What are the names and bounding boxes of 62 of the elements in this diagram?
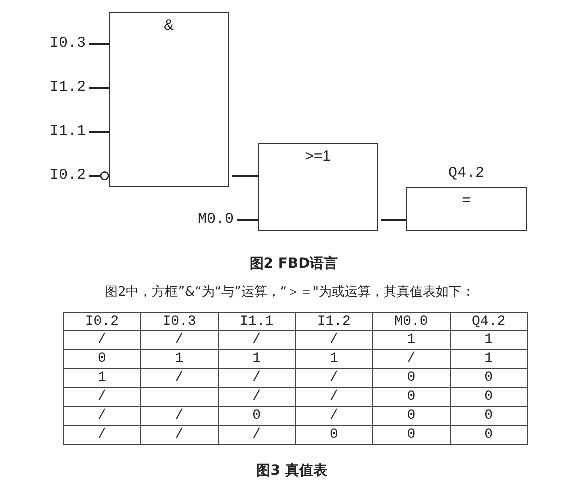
operand-label: I0.2 bbox=[50, 167, 86, 185]
table-cell: / bbox=[218, 388, 296, 406]
table-cell: / bbox=[64, 330, 141, 350]
table-cell: 1 bbox=[450, 350, 528, 368]
operand-label: M0.0 bbox=[198, 211, 234, 229]
block-symbol: = bbox=[462, 192, 471, 209]
table-cell: / bbox=[295, 330, 373, 350]
table-cell: 1 bbox=[295, 350, 373, 368]
figure-caption: 图2 FBD语言 bbox=[250, 255, 338, 273]
table-cell: / bbox=[218, 330, 296, 350]
table-cell: 1 bbox=[372, 330, 450, 350]
table-header-cell: Q4.2 bbox=[450, 312, 528, 330]
table-cell: / bbox=[295, 406, 373, 426]
table-header-cell: I0.2 bbox=[64, 312, 141, 330]
logic-block bbox=[109, 12, 229, 187]
table-cell: / bbox=[140, 406, 218, 426]
table-cell: 0 bbox=[372, 388, 450, 406]
table-cell: 1 bbox=[64, 368, 141, 388]
table-cell: / bbox=[218, 426, 296, 444]
table-cell: / bbox=[64, 388, 141, 406]
table-cell: 1 bbox=[450, 330, 528, 350]
table-cell: 0 bbox=[450, 426, 528, 444]
table-cell: / bbox=[64, 426, 141, 444]
negated-connector-line bbox=[89, 172, 110, 180]
operand-label: I1.2 bbox=[50, 79, 86, 97]
table-cell: 0 bbox=[218, 406, 296, 426]
table-header-cell: M0.0 bbox=[372, 312, 450, 330]
operand-label: Q4.2 bbox=[448, 165, 484, 183]
operand-label: I1.1 bbox=[50, 123, 86, 141]
table-cell: / bbox=[295, 388, 373, 406]
connector-line bbox=[237, 219, 258, 221]
table-cell: 1 bbox=[218, 350, 296, 368]
table-cell: 0 bbox=[372, 426, 450, 444]
table-cell: / bbox=[140, 426, 218, 444]
connector-line bbox=[89, 87, 109, 89]
table-cell: / bbox=[64, 406, 141, 426]
logic-block bbox=[258, 143, 378, 231]
table-header-cell: I1.2 bbox=[295, 312, 373, 330]
table-header-cell: I1.1 bbox=[218, 312, 296, 330]
connector-line bbox=[89, 43, 109, 45]
block-symbol: >=1 bbox=[305, 148, 331, 165]
table-cell: / bbox=[140, 330, 218, 350]
block-symbol: & bbox=[164, 17, 174, 34]
description-text: 图2中，方框”&“为“与”运算，“＞＝"为或运算，其真值表如下： bbox=[104, 284, 476, 302]
table-cell: / bbox=[295, 368, 373, 388]
table-header-cell: I0.3 bbox=[140, 312, 218, 330]
table-cell: / bbox=[218, 368, 296, 388]
table-caption: 图3 真值表 bbox=[256, 462, 328, 480]
connector-line bbox=[232, 175, 258, 177]
connector-line bbox=[381, 219, 406, 221]
table-cell: 0 bbox=[295, 426, 373, 444]
connector-line bbox=[89, 131, 109, 133]
table-cell: 1 bbox=[140, 350, 218, 368]
table-cell: / bbox=[140, 368, 218, 388]
operand-label: I0.3 bbox=[50, 35, 86, 53]
table-cell: 0 bbox=[450, 406, 528, 426]
table-cell: 0 bbox=[372, 406, 450, 426]
table-cell: / bbox=[372, 350, 450, 368]
table-cell: 0 bbox=[64, 350, 141, 368]
table-cell: 0 bbox=[372, 368, 450, 388]
table-cell: 0 bbox=[450, 368, 528, 388]
table-cell: 0 bbox=[450, 388, 528, 406]
